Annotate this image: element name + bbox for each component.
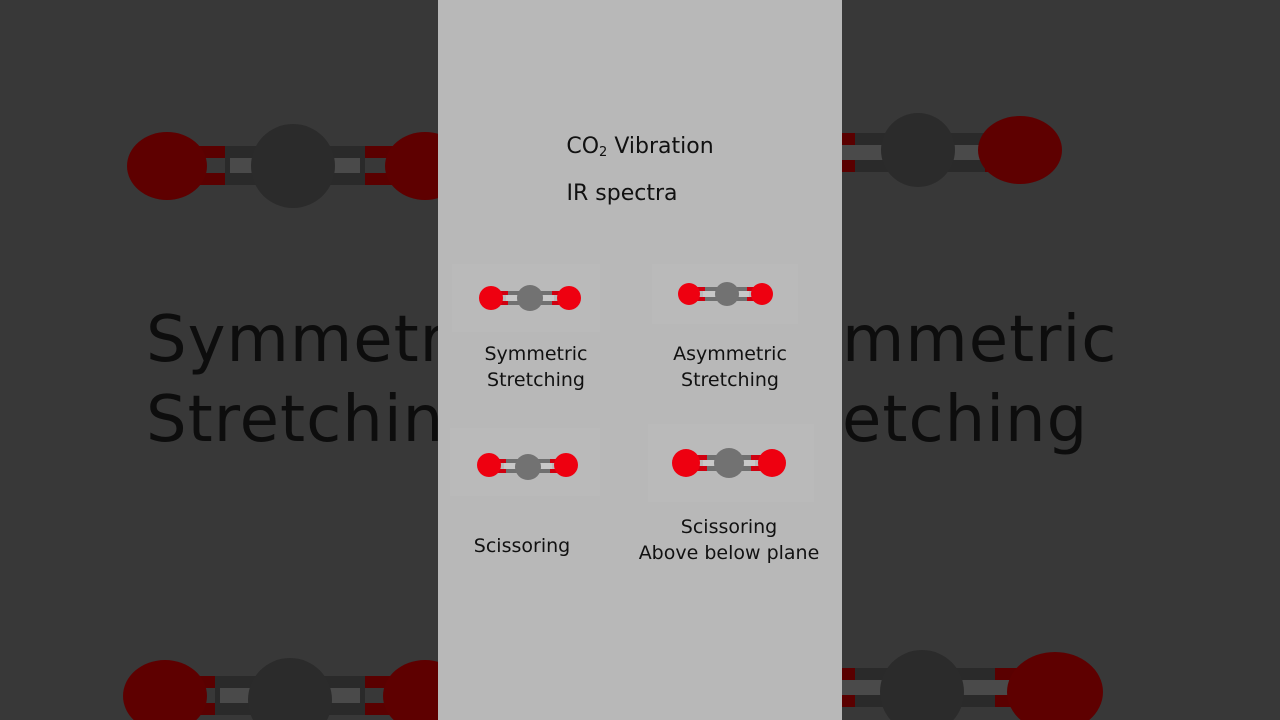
backdrop-label-left-line2: Stretchin bbox=[146, 383, 445, 457]
mode-label: Asymmetric Stretching bbox=[660, 341, 800, 393]
mode-label: Scissoring Above below plane bbox=[624, 514, 834, 566]
title-formula: CO bbox=[566, 134, 600, 159]
co2-molecule-icon bbox=[479, 285, 581, 311]
title-text: Vibration bbox=[607, 134, 714, 159]
mode-label-line2: Stretching bbox=[487, 369, 585, 391]
backdrop-label-right-line1: mmetric bbox=[842, 303, 1118, 377]
mode-label-line1: Asymmetric bbox=[673, 343, 787, 365]
backdrop-label-left: Symmetri Stretchin bbox=[146, 300, 466, 460]
co2-molecule-backdrop-bottom-left bbox=[123, 658, 445, 720]
slide-subtitle: IR spectra bbox=[566, 181, 678, 206]
center-slide-panel: CO2 Vibration IR spectra Symmetric Stret… bbox=[438, 0, 842, 720]
mode-label-line1: Scissoring bbox=[473, 535, 571, 557]
mode-label: Scissoring bbox=[462, 533, 582, 559]
mode-label-line2: Above below plane bbox=[638, 542, 820, 564]
mode-label-line1: Scissoring bbox=[680, 516, 778, 538]
title-subscript: 2 bbox=[599, 145, 608, 160]
co2-molecule-backdrop-top-right bbox=[840, 113, 1062, 187]
co2-molecule-backdrop-top-left bbox=[127, 124, 445, 208]
backdrop-label-right-line2: etching bbox=[842, 383, 1089, 457]
co2-molecule-backdrop-bottom-right bbox=[840, 650, 1103, 720]
backdrop-label-right: mmetric etching bbox=[842, 300, 1117, 460]
co2-molecule-icon bbox=[672, 448, 786, 478]
backdrop-label-left-line1: Symmetri bbox=[146, 303, 466, 377]
mode-label: Symmetric Stretching bbox=[476, 341, 596, 393]
co2-molecule-icon bbox=[477, 453, 578, 480]
co2-molecule-icon bbox=[678, 282, 773, 306]
slide-title: CO2 Vibration bbox=[438, 134, 842, 160]
mode-label-line1: Symmetric bbox=[484, 343, 588, 365]
mode-label-line2: Stretching bbox=[681, 369, 779, 391]
